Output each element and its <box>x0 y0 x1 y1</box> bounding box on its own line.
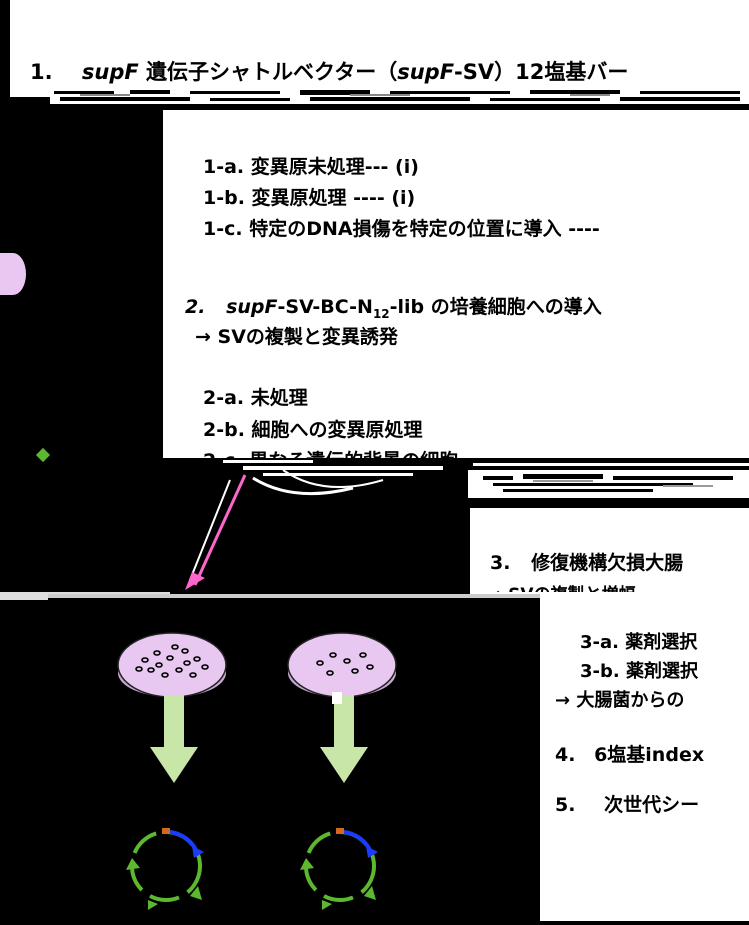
step-1c: 1-c. 特定のDNA損傷を特定の位置に導入 ---- <box>203 214 600 241</box>
step-3a-prefix: 3-a. <box>580 632 619 653</box>
petri-dish-left <box>117 632 227 698</box>
glitch-strip-title-art <box>50 88 749 110</box>
step-5: 5. 次世代シー <box>555 790 699 817</box>
left-dish-fragment <box>0 253 26 295</box>
step-2a-label: 未処理 <box>244 387 308 409</box>
step-1b-label: 変異原処理 ---- (i) <box>244 187 416 209</box>
step-3b-prefix: 3-b. <box>580 661 620 682</box>
step-3-result: → SVの複製と増幅 <box>488 580 636 592</box>
left-green-mark <box>35 447 51 463</box>
step-4-number: 4. <box>555 744 576 766</box>
glitch-band-middle <box>163 458 749 508</box>
green-arrow-right <box>320 695 368 783</box>
step-2-gene: supF <box>226 296 278 318</box>
step-2-text-a: -SV-BC-N <box>277 296 373 318</box>
step-5-number: 5. <box>555 794 576 816</box>
step-5-label: 次世代シー <box>604 794 700 816</box>
lower-right-panel <box>540 594 749 921</box>
step-1b-prefix: 1-b. <box>203 187 245 209</box>
step-2a-prefix: 2-a. <box>203 387 245 409</box>
step-3b: 3-b. 薬剤選択 <box>580 657 698 683</box>
small-label-mark <box>332 692 342 704</box>
step-2-heading: 2. supF-SV-BC-N12-lib の培養細胞への導入 <box>185 292 602 321</box>
step-3a-label: 薬剤選択 <box>618 632 698 653</box>
step-3-number: 3. <box>490 552 511 574</box>
step-3b-label: 薬剤選択 <box>619 661 698 682</box>
step-2-subscript: 12 <box>372 306 390 321</box>
petri-dish-right <box>287 632 397 698</box>
step-2c: 2-c. 異なる遺伝的背景の細胞 <box>203 446 458 459</box>
title-heading: 1. supF 遺伝子シャトルベクター（supF-SV）12塩基バー <box>30 56 628 86</box>
step-2b: 2-b. 細胞への変異原処理 <box>203 415 423 442</box>
title-text-b: -SV）12塩基バー <box>454 60 629 84</box>
step-3-ecoli: → 大腸菌からの <box>555 686 684 712</box>
step-3-label: 修復機構欠損大腸 <box>531 552 684 574</box>
step-1a-label: 変異原未処理--- (i) <box>244 156 419 178</box>
title-gene: supF <box>81 60 139 84</box>
step-2c-prefix: 2-c. <box>203 450 243 459</box>
title-number: 1. <box>30 60 53 84</box>
step-2b-label: 細胞への変異原処理 <box>244 419 423 441</box>
step-2-result: → SVの複製と変異誘発 <box>195 326 398 348</box>
main-panel <box>163 110 749 460</box>
step-2-text-b: -lib の培養細胞への導入 <box>389 296 602 318</box>
step-2a: 2-a. 未処理 <box>203 383 308 410</box>
step-1b: 1-b. 変異原処理 ---- (i) <box>203 183 415 210</box>
glitch-strip-title <box>50 88 749 110</box>
title-text-a: 遺伝子シャトルベクター（ <box>138 60 398 84</box>
step-1a: 1-a. 変異原未処理--- (i) <box>203 152 419 179</box>
pink-pointer-arrow <box>185 474 247 590</box>
plasmid-left <box>126 828 204 910</box>
step-2b-prefix: 2-b. <box>203 419 245 441</box>
step-2-number: 2. <box>185 296 206 318</box>
step-4-label: 6塩基index <box>594 744 705 766</box>
step-3-ecoli-label: → 大腸菌からの <box>555 690 685 711</box>
step-4: 4. 6塩基index <box>555 740 704 767</box>
step-3-panel <box>470 508 749 594</box>
step-1a-prefix: 1-a. <box>203 156 245 178</box>
green-arrow-left <box>150 695 198 783</box>
glitch-band-middle-art <box>163 458 749 508</box>
title-gene-2: supF <box>397 60 455 84</box>
step-3a: 3-a. 薬剤選択 <box>580 628 697 654</box>
step-1c-label: 特定のDNA損傷を特定の位置に導入 ---- <box>242 218 600 240</box>
step-2c-label: 異なる遺伝的背景の細胞 <box>243 450 458 459</box>
title-band <box>10 0 749 97</box>
step-1c-prefix: 1-c. <box>203 218 243 240</box>
step-3-heading: 3. 修復機構欠損大腸 <box>490 548 683 575</box>
plasmid-right <box>300 828 378 910</box>
